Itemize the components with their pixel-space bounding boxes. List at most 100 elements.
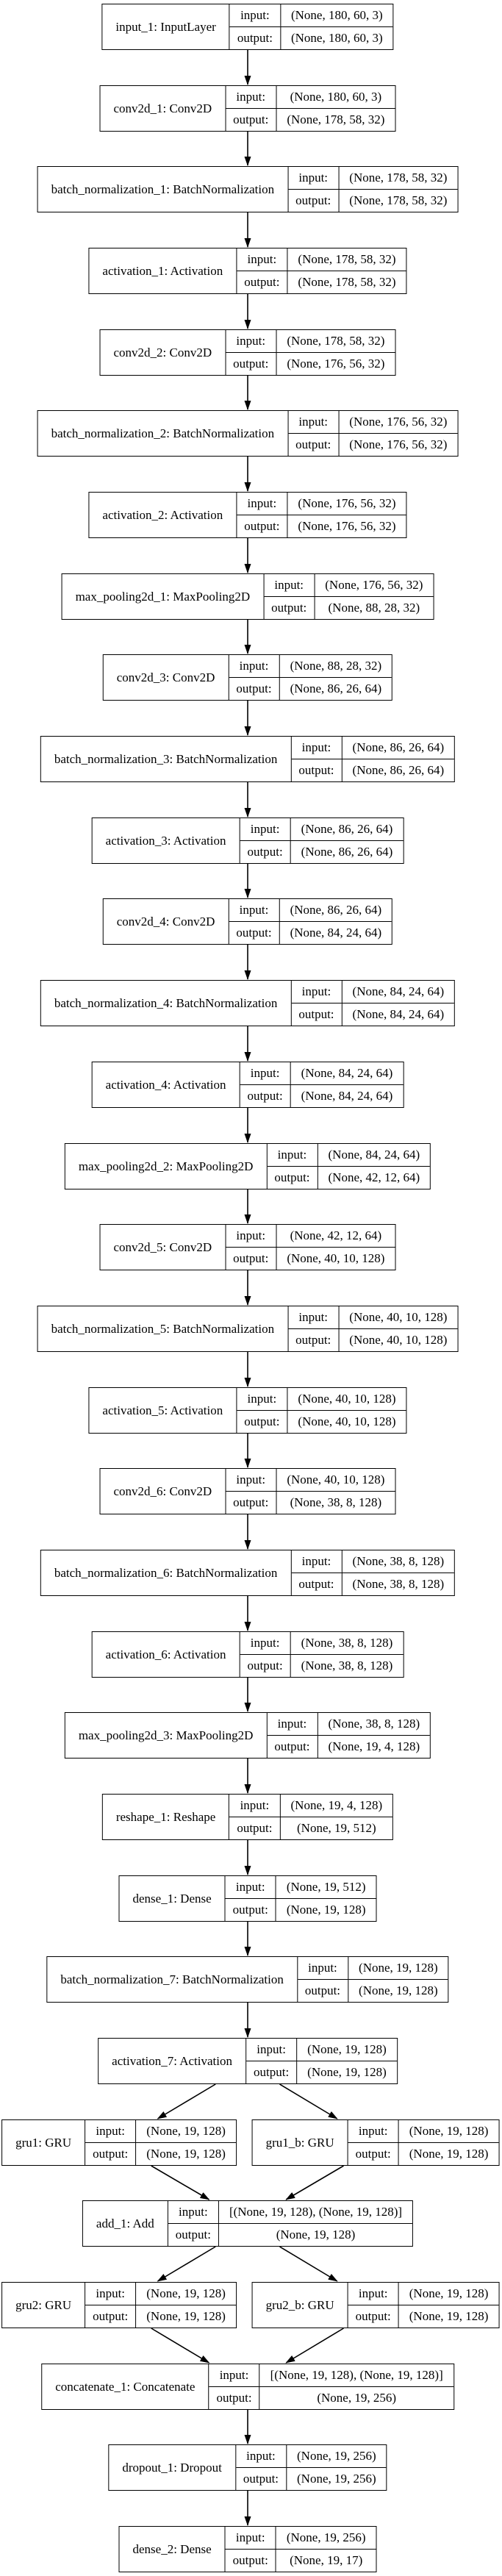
input-shape: (None, 180, 60, 3) [279, 4, 393, 27]
output-row-label: output: [295, 193, 331, 208]
input-row-label: input: [237, 493, 287, 515]
layer-io-table: input: (None, 19, 128) output: (None, 19… [347, 2283, 499, 2328]
layer-label: dense_2: Dense [132, 2542, 212, 2556]
layer-node-add_1: add_1: Add input: [(None, 19, 128), (Non… [82, 2200, 414, 2247]
input-row-label: input: [267, 1144, 318, 1167]
input-row-label: input: [348, 2120, 398, 2143]
layer-node-max_pooling2d_3: max_pooling2d_3: MaxPooling2D input: (No… [64, 1712, 431, 1759]
layer-label: activation_1: Activation [102, 264, 223, 278]
layer-label: conv2d_2: Conv2D [113, 346, 212, 359]
layer-node-input_1: input_1: InputLayer input: (None, 180, 6… [101, 4, 394, 50]
output-row-label: output: [233, 1251, 269, 1266]
input-shape: (None, 178, 58, 32) [287, 248, 406, 271]
input-shape: (None, 19, 128) [135, 2120, 236, 2143]
input-row-label: input: [240, 1062, 290, 1085]
output-shape: (None, 84, 24, 64) [341, 1003, 455, 1026]
output-shape: (None, 19, 4, 128) [317, 1735, 431, 1758]
layer-label: gru2_b: GRU [265, 2298, 334, 2312]
layer-label: conv2d_1: Conv2D [113, 101, 212, 115]
input-shape: (None, 86, 26, 64) [341, 737, 455, 759]
layer-label: activation_6: Activation [105, 1647, 226, 1661]
layer-node-concatenate_1: concatenate_1: Concatenate input: [(None… [41, 2364, 454, 2410]
layer-node-conv2d_4: conv2d_4: Conv2D input: (None, 86, 26, 6… [102, 898, 393, 945]
layer-node-gru2_b: gru2_b: GRU input: (None, 19, 128) outpu… [251, 2282, 500, 2328]
input-row-label: input: [226, 1225, 276, 1248]
layer-node-gru1: gru1: GRU input: (None, 19, 128) output:… [1, 2119, 237, 2166]
layer-io-table: input: (None, 84, 24, 64) output: (None,… [239, 1062, 404, 1107]
input-shape: (None, 86, 26, 64) [290, 818, 404, 841]
layer-label: gru1_b: GRU [265, 2136, 334, 2150]
input-row-label: input: [229, 899, 279, 922]
input-shape: (None, 180, 60, 3) [276, 86, 395, 109]
layer-label: dropout_1: Dropout [122, 2461, 222, 2475]
output-row-label: output: [355, 2147, 391, 2161]
layer-node-gru1_b: gru1_b: GRU input: (None, 19, 128) outpu… [251, 2119, 500, 2166]
layer-label: concatenate_1: Concatenate [55, 2380, 196, 2394]
output-row-label: output: [233, 1495, 269, 1510]
input-row-label: input: [225, 2527, 276, 2550]
output-row-label: output: [244, 275, 280, 290]
layer-node-dense_2: dense_2: Dense input: (None, 19, 256) ou… [118, 2526, 377, 2572]
layer-label: batch_normalization_2: BatchNormalizatio… [51, 426, 275, 440]
layer-node-max_pooling2d_2: max_pooling2d_2: MaxPooling2D input: (No… [64, 1143, 431, 1189]
input-row-label: input: [225, 1876, 276, 1899]
layer-node-batch_normalization_1: batch_normalization_1: BatchNormalizatio… [37, 166, 459, 212]
output-shape: (None, 38, 8, 128) [276, 1491, 395, 1514]
layer-label: reshape_1: Reshape [115, 1810, 216, 1824]
output-row-label: output: [233, 112, 269, 127]
edge-add_1-to-gru2_b [279, 2246, 338, 2282]
output-shape: (None, 38, 8, 128) [290, 1654, 404, 1677]
output-row-label: output: [295, 1333, 331, 1348]
layer-label: batch_normalization_4: BatchNormalizatio… [54, 996, 278, 1010]
layer-io-table: input: (None, 176, 56, 32) output: (None… [263, 574, 434, 619]
layer-node-conv2d_1: conv2d_1: Conv2D input: (None, 180, 60, … [99, 85, 396, 132]
layer-label: dense_1: Dense [132, 1892, 212, 1906]
layer-io-table: input: (None, 19, 512) output: (None, 19… [224, 1876, 376, 1921]
input-row-label: input: [229, 4, 280, 27]
input-shape: (None, 42, 12, 64) [276, 1225, 395, 1248]
layer-node-reshape_1: reshape_1: Reshape input: (None, 19, 4, … [101, 1794, 394, 1840]
input-shape: (None, 178, 58, 32) [276, 330, 395, 353]
input-shape: (None, 38, 8, 128) [317, 1713, 431, 1736]
layer-io-table: input: (None, 38, 8, 128) output: (None,… [266, 1713, 431, 1758]
output-row-label: output: [233, 357, 269, 371]
input-row-label: input: [291, 1550, 342, 1573]
output-shape: (None, 40, 10, 128) [276, 1247, 395, 1270]
input-row-label: input: [291, 981, 342, 1003]
layer-label: conv2d_4: Conv2D [116, 915, 215, 929]
output-row-label: output: [298, 1007, 334, 1022]
output-shape: (None, 40, 10, 128) [287, 1410, 406, 1433]
layer-io-table: input: (None, 42, 12, 64) output: (None,… [225, 1225, 395, 1270]
input-shape: (None, 86, 26, 64) [279, 899, 392, 922]
layer-io-table: input: [(None, 19, 128), (None, 19, 128)… [208, 2364, 453, 2409]
layer-io-table: input: (None, 19, 128) output: (None, 19… [85, 2120, 236, 2165]
output-shape: (None, 19, 128) [296, 2061, 397, 2083]
layer-node-gru2: gru2: GRU input: (None, 19, 128) output:… [1, 2282, 237, 2328]
layer-label: add_1: Add [96, 2217, 154, 2230]
output-shape: (None, 19, 128) [218, 2223, 412, 2246]
input-shape: [(None, 19, 128), (None, 19, 128)] [259, 2364, 453, 2387]
output-row-label: output: [274, 1739, 310, 1754]
input-row-label: input: [209, 2364, 259, 2387]
layer-io-table: input: (None, 178, 58, 32) output: (None… [287, 167, 458, 212]
input-shape: (None, 88, 28, 32) [279, 655, 392, 678]
layer-io-table: input: (None, 40, 10, 128) output: (None… [236, 1388, 406, 1433]
input-shape: (None, 40, 10, 128) [338, 1306, 458, 1329]
input-row-label: input: [288, 167, 339, 190]
edge-add_1-to-gru2 [157, 2246, 216, 2282]
layer-label: max_pooling2d_2: MaxPooling2D [78, 1159, 254, 1173]
layer-io-table: input: (None, 176, 56, 32) output: (None… [287, 411, 458, 456]
output-row-label: output: [175, 2228, 211, 2242]
input-shape: (None, 84, 24, 64) [317, 1144, 431, 1167]
layer-node-activation_5: activation_5: Activation input: (None, 4… [88, 1387, 407, 1434]
output-shape: (None, 40, 10, 128) [338, 1328, 457, 1351]
input-row-label: input: [229, 1795, 280, 1817]
input-shape: (None, 40, 10, 128) [287, 1388, 406, 1411]
input-row-label: input: [226, 86, 276, 109]
layer-node-batch_normalization_4: batch_normalization_4: BatchNormalizatio… [40, 980, 456, 1026]
input-shape: (None, 84, 24, 64) [290, 1062, 404, 1085]
output-row-label: output: [247, 1659, 283, 1673]
layer-io-table: input: (None, 178, 58, 32) output: (None… [225, 330, 395, 375]
output-shape: (None, 19, 512) [279, 1817, 393, 1839]
